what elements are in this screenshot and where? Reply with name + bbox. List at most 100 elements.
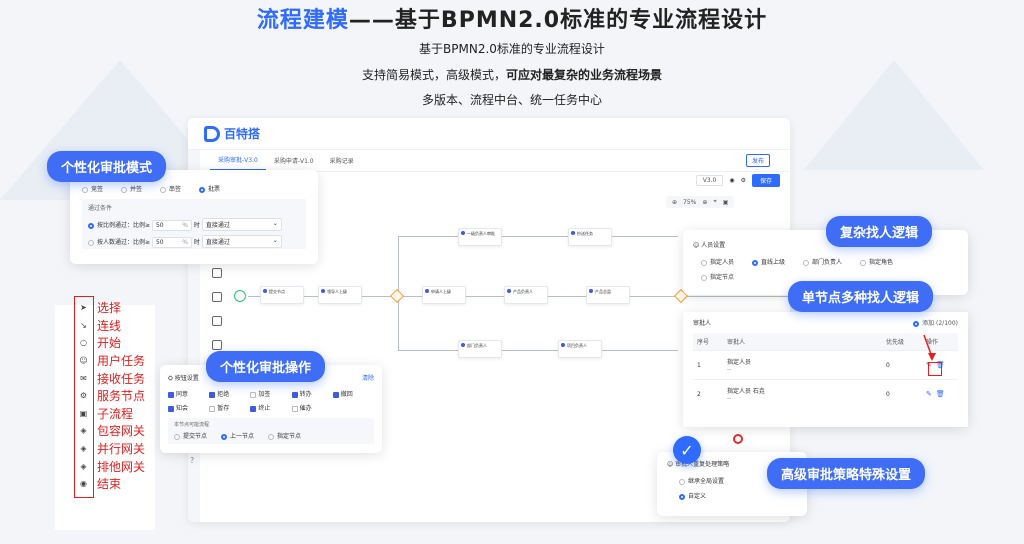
ops-check[interactable]: 终止 xyxy=(250,403,291,412)
flow-node[interactable]: 抄送任务 xyxy=(568,228,612,246)
ratio-row: 按比例通过：比例≥ 50% 时 直接通过⌄ xyxy=(88,218,300,231)
edit-icon[interactable]: ✎ xyxy=(926,390,932,398)
tab-bar: ☰ 采购审批-V3.0 采购申请-V1.0 采购记录 发布 xyxy=(188,150,790,172)
count-radio[interactable] xyxy=(88,239,94,246)
subprocess-icon: ▣ xyxy=(79,408,88,418)
dup-option[interactable]: 继承全局设置 xyxy=(657,468,807,485)
flow-node[interactable]: 产品负责人 xyxy=(504,286,548,304)
flow-node[interactable]: 产品总监 xyxy=(586,286,630,304)
ops-check[interactable]: 撤回 xyxy=(332,389,374,398)
legend-background xyxy=(55,305,155,530)
approver-card: 审批人 添加 (2/100) 序号 审批人 优先级 操作 1 指定人员-- 0 … xyxy=(683,312,968,427)
ops-check[interactable]: 催办 xyxy=(291,403,333,412)
mode-option[interactable]: 并签 xyxy=(121,184,142,193)
zoom-level: 75% xyxy=(683,198,697,206)
fit-icon[interactable]: ▣ xyxy=(722,198,729,206)
flow-node[interactable]: 申请人上级 xyxy=(422,286,466,304)
flow-edge xyxy=(398,350,678,351)
legend-item: ☺用户任务 xyxy=(79,354,146,369)
table-row: 2 指定人员 石垚-- 0 ✎🗑 xyxy=(693,379,958,408)
palette-receive-icon[interactable] xyxy=(212,268,222,278)
flow-edge xyxy=(398,236,678,237)
mode-option[interactable]: 批票 xyxy=(199,184,220,193)
start-icon: ○ xyxy=(80,338,87,348)
ops-title: ⛭ 按钮设置 xyxy=(168,375,199,382)
back-option[interactable]: 指定节点 xyxy=(268,431,301,440)
app-logo-text: 百特搭 xyxy=(224,127,261,141)
ops-check[interactable]: 加签 xyxy=(250,389,291,398)
palette-gateway-icon[interactable] xyxy=(212,340,222,350)
people-option[interactable]: 指定节点 xyxy=(701,274,734,281)
start-event[interactable] xyxy=(234,290,246,302)
legend-item: ↘连线 xyxy=(78,317,145,335)
version-select[interactable]: V3.0 xyxy=(695,175,724,186)
headline-highlight: 流程建模 xyxy=(256,8,349,33)
zoom-in-icon[interactable]: ⊕ xyxy=(702,198,708,206)
flow-node[interactable]: 部门负责人 xyxy=(458,340,502,358)
people-option[interactable]: 部门负责人 xyxy=(803,257,842,266)
settings-icon[interactable]: ⚙ xyxy=(740,177,746,184)
subline-3: 多版本、流程中台、统一任务中心 xyxy=(421,93,602,107)
check-icon: ✓ xyxy=(673,436,701,464)
help-icon[interactable]: ? xyxy=(190,456,195,465)
ops-check[interactable]: 拒绝 xyxy=(209,389,250,398)
ops-check[interactable]: 知会 xyxy=(168,403,209,412)
ratio-input[interactable]: 50% xyxy=(151,220,192,231)
mode-option[interactable]: 串签 xyxy=(160,184,181,193)
approver-title: 审批人 xyxy=(693,320,712,327)
end-event[interactable] xyxy=(733,434,743,444)
locate-icon[interactable]: ⌖ xyxy=(713,198,717,205)
version-toolbar: V3.0 ◉ ⚙ 保存 xyxy=(695,174,780,187)
app-header: 百特搭 xyxy=(188,118,790,150)
legend-item: ◉结束 xyxy=(80,477,122,492)
pill-approval-ops: 个性化审批操作 xyxy=(206,351,326,382)
edit-highlight-box xyxy=(928,362,942,376)
palette-subprocess-icon[interactable] xyxy=(212,316,222,326)
add-approver-button[interactable]: 添加 (2/100) xyxy=(913,318,958,327)
ops-check[interactable]: 同意 xyxy=(168,389,209,398)
tab-purchase-approval[interactable]: 采购审批-V3.0 xyxy=(210,150,266,171)
back-option[interactable]: 提交节点 xyxy=(174,431,207,440)
approver-table: 序号 审批人 优先级 操作 1 指定人员-- 0 ✎🗑 2 指定人员 石垚-- … xyxy=(693,333,958,408)
mode-option[interactable]: 竞签 xyxy=(82,184,103,193)
ops-check[interactable]: 转办 xyxy=(291,389,333,398)
ratio-action-select[interactable]: 直接通过⌄ xyxy=(201,218,282,231)
back-option[interactable]: 上一节点 xyxy=(221,431,254,440)
save-button[interactable]: 保存 xyxy=(751,174,780,187)
delete-icon[interactable]: 🗑 xyxy=(935,390,945,398)
ops-reset-link[interactable]: 清除 xyxy=(361,375,374,382)
record-icon[interactable]: ◉ xyxy=(729,177,735,184)
pointer-icon: ➤ xyxy=(80,303,87,313)
publish-button[interactable]: 发布 xyxy=(745,154,770,167)
people-option[interactable]: 直线上级 xyxy=(752,257,785,266)
headline-rest: ——基于BPMN2.0标准的专业流程设计 xyxy=(348,8,768,33)
tab-purchase-request[interactable]: 采购申请-V1.0 xyxy=(273,158,314,165)
flow-node[interactable]: 提交节点 xyxy=(260,286,304,304)
pill-complex-logic: 复杂找人逻辑 xyxy=(826,216,933,247)
flow-node[interactable]: 一级负责人审批 xyxy=(458,228,502,246)
flow-node[interactable]: 项目负责人 xyxy=(558,340,602,358)
ops-check[interactable]: 暂存 xyxy=(209,403,250,412)
service-icon: ⚙ xyxy=(79,391,88,401)
table-row: 1 指定人员-- 0 ✎🗑 xyxy=(693,350,958,380)
people-option[interactable]: 指定角色 xyxy=(860,257,893,266)
pill-approval-mode: 个性化审批模式 xyxy=(47,151,167,182)
dup-option[interactable]: 自定义 xyxy=(657,485,807,500)
legend-item: ➤选择 xyxy=(78,299,145,317)
tab-purchase-record[interactable]: 采购记录 xyxy=(329,158,354,165)
zoom-out-icon[interactable]: ⊕ xyxy=(672,198,678,206)
people-option[interactable]: 指定人员 xyxy=(701,257,734,266)
exclusive-gateway[interactable] xyxy=(389,288,405,304)
subline-1: 基于BPMN2.0标准的专业流程设计 xyxy=(419,42,605,56)
connect-icon: ↘ xyxy=(80,320,87,330)
count-input[interactable]: 50% xyxy=(151,237,192,248)
receive-task-icon: ✉ xyxy=(80,373,87,383)
delete-icon[interactable]: 🗑 xyxy=(935,361,945,369)
palette-service-icon[interactable] xyxy=(212,292,222,302)
approval-ops-card: ⛭ 按钮设置 清除 同意 拒绝 加签 转办 撤回 知会 暂存 终止 催办 本节点… xyxy=(160,365,382,453)
ratio-radio[interactable] xyxy=(88,222,94,229)
count-action-select[interactable]: 直接通过⌄ xyxy=(201,235,282,248)
flow-node[interactable]: 领导人上级 xyxy=(318,286,362,304)
inclusive-gateway-icon: ◈ xyxy=(80,426,87,436)
node-palette xyxy=(212,268,222,350)
